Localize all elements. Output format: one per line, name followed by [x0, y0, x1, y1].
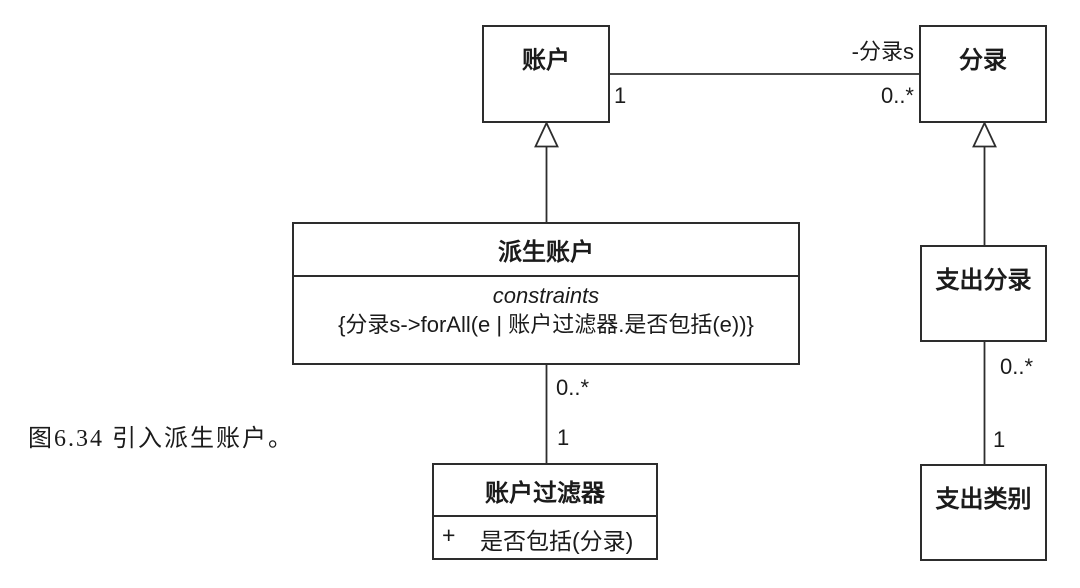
- operation-visibility: +: [442, 522, 456, 548]
- operation-signature: 是否包括(分录): [480, 528, 634, 554]
- constraint-expression: {分录s->forAll(e | 账户过滤器.是否包括(e))}: [338, 312, 754, 337]
- multiplicity-filter-end: 1: [557, 425, 570, 450]
- multiplicity-entry-end: 0..*: [880, 83, 914, 108]
- constraints-compartment: constraints {分录s->forAll(e | 账户过滤器.是否包括(…: [294, 277, 798, 339]
- class-name-account-filter: 账户过滤器: [485, 479, 605, 507]
- class-name-account: 账户: [522, 47, 570, 74]
- class-name-derived-account: 派生账户: [498, 239, 594, 266]
- class-box-entry: 分录: [919, 25, 1047, 123]
- class-box-account-filter: 账户过滤器 + 是否包括(分录): [432, 463, 658, 560]
- class-box-expense-entry: 支出分录: [920, 245, 1047, 342]
- generalization-arrow-entry: [972, 120, 997, 148]
- multiplicity-expense-entry-end: 0..*: [1000, 354, 1034, 379]
- multiplicity-category-end: 1: [993, 427, 1006, 452]
- class-box-derived-account: 派生账户 constraints {分录s->forAll(e | 账户过滤器.…: [292, 222, 800, 365]
- class-name-expense-category: 支出类别: [935, 486, 1032, 513]
- multiplicity-derived-end: 0..*: [556, 375, 590, 400]
- class-name-entry: 分录: [959, 47, 1007, 74]
- class-box-expense-category: 支出类别: [920, 464, 1047, 561]
- generalization-arrow-account: [534, 120, 559, 148]
- role-label-entries: -分录s: [851, 39, 914, 64]
- class-box-account: 账户: [482, 25, 610, 123]
- class-name-expense-entry: 支出分录: [935, 267, 1032, 294]
- operations-compartment: + 是否包括(分录): [434, 517, 656, 556]
- multiplicity-account-end: 1: [614, 83, 627, 108]
- class-name-compartment: 账户过滤器: [434, 465, 656, 517]
- figure-caption: 图6.34 引入派生账户。: [28, 426, 294, 452]
- constraints-keyword: constraints: [492, 283, 600, 308]
- class-name-compartment: 派生账户: [294, 224, 798, 277]
